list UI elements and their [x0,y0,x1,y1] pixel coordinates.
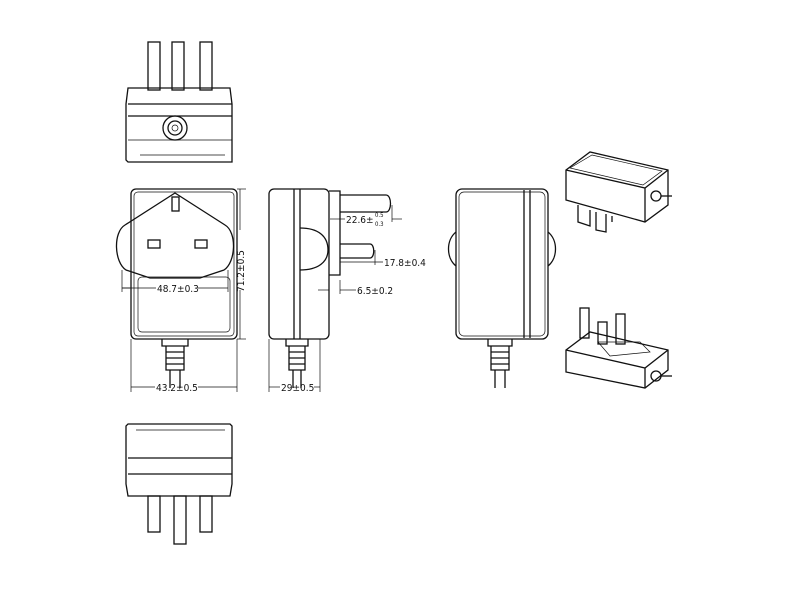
bottom-view [125,423,233,545]
dim-pin-upper-tolerance: 0.5 [375,212,384,219]
iso-view-1 [565,151,672,233]
side-view [268,188,402,392]
top-view [125,41,233,163]
dim-pin-offset: 6.5±0.2 [357,286,393,297]
back-view [447,188,557,388]
dim-width: 43.2±0.5 [156,383,198,394]
dim-depth: 29±0.5 [281,383,314,394]
iso-view-2 [565,307,672,389]
dim-pin-length-main: 22.6± [346,215,374,226]
dim-height: 71.2±0.5 [236,250,247,292]
dim-pin-span: 48.7±0.3 [157,284,199,295]
front-view [115,188,246,392]
dim-pin-lower-tolerance: 0.3 [375,221,384,228]
dim-pin-length-secondary: 17.8±0.4 [384,258,426,269]
